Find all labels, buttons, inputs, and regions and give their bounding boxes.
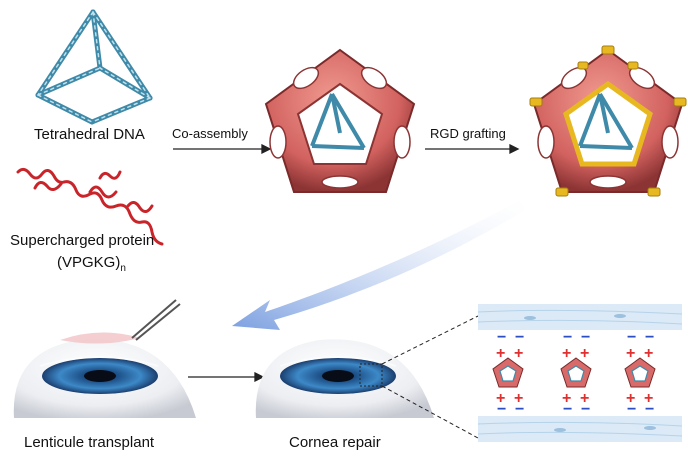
charge-minus: − xyxy=(627,329,636,346)
mini-cage-2 xyxy=(560,357,592,388)
charge-plus: + xyxy=(644,390,653,407)
charge-minus: − xyxy=(645,401,654,418)
charge-minus: − xyxy=(497,329,506,346)
charge-plus: + xyxy=(514,390,523,407)
vpgkg-subscript: n xyxy=(120,263,126,274)
charge-minus: − xyxy=(581,401,590,418)
charge-minus: − xyxy=(515,329,524,346)
vpgkg-label: (VPGKG)n xyxy=(57,254,126,274)
zoom-callout-lines xyxy=(381,315,479,439)
charge-minus: − xyxy=(515,401,524,418)
mini-cage-3 xyxy=(624,357,656,388)
transplant-to-repair-arrow xyxy=(188,371,265,383)
charge-minus: − xyxy=(581,329,590,346)
charge-minus: − xyxy=(645,329,654,346)
dna-protein-cage-icon xyxy=(264,48,416,193)
supercharged-protein-label: Supercharged protein xyxy=(10,232,155,249)
charge-plus: + xyxy=(562,345,571,362)
charge-minus: − xyxy=(563,329,572,346)
charge-plus: + xyxy=(580,390,589,407)
zoomed-stroma-panel xyxy=(477,300,683,450)
cornea-repair-label: Cornea repair xyxy=(289,434,381,451)
supercharged-protein-icon xyxy=(16,167,164,246)
charge-plus: + xyxy=(626,345,635,362)
charge-minus: − xyxy=(563,401,572,418)
charge-plus: + xyxy=(496,345,505,362)
charge-plus: + xyxy=(580,345,589,362)
co-assembly-arrow xyxy=(173,143,272,155)
charge-plus: + xyxy=(644,345,653,362)
charge-plus: + xyxy=(496,390,505,407)
charge-plus: + xyxy=(626,390,635,407)
lenticule-transplant-label: Lenticule transplant xyxy=(24,434,155,451)
charge-minus: − xyxy=(497,401,506,418)
tweezers-icon xyxy=(131,299,181,341)
co-assembly-label: Co-assembly xyxy=(172,126,248,141)
tetrahedral-dna-icon xyxy=(35,9,153,125)
rgd-grafting-arrow xyxy=(425,143,520,155)
lenticule-transplant-eye-icon xyxy=(13,299,197,418)
tetrahedral-dna-label: Tetrahedral DNA xyxy=(34,126,145,143)
mini-cage-1 xyxy=(492,357,524,388)
rgd-grafted-cage-icon xyxy=(529,45,687,197)
rgd-grafting-label: RGD grafting xyxy=(430,126,506,141)
charge-plus: + xyxy=(514,345,523,362)
charge-minus: − xyxy=(627,401,636,418)
vpgkg-text: (VPGKG) xyxy=(57,254,121,271)
charge-plus: + xyxy=(562,390,571,407)
delivery-arrow-icon xyxy=(232,200,525,330)
